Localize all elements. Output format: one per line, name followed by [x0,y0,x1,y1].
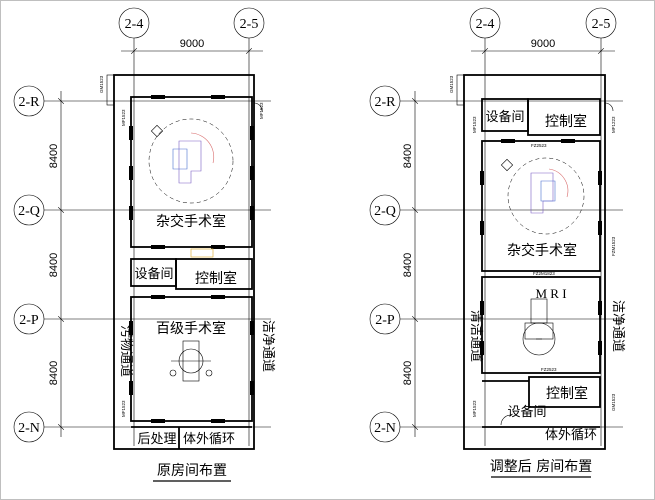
corridor-label-left: 清洁通道 [468,310,483,362]
door-tag: GM1523 [611,393,616,411]
axis-label: 2-Q [18,204,40,219]
room-label-control-top: 控制室 [545,113,587,130]
room-label-class100-or: 百级手术室 [156,320,226,337]
axis-label: 2-R [19,95,41,110]
room-control [175,258,253,290]
axis-label: 2-5 [592,17,611,32]
dimension-height: 8400 [402,144,414,168]
room-mri [481,276,601,374]
operating-table [169,340,213,382]
door-tag: FZ2523 [541,367,557,372]
room-label-control-bottom: 控制室 [546,385,588,402]
corridor-label-clean: 洁净通道 [260,320,275,372]
room-label-equipment: 设备间 [134,266,173,282]
axis-label: 2-P [375,313,395,328]
left-plan: 2-4 2-5 9000 2-R 2-Q 2-P 2-N [13,7,275,482]
dimension-height: 8400 [402,253,414,277]
dimension-width: 9000 [531,38,555,50]
axis-bubble-row-r: 2-R [13,85,45,117]
wall-panels [129,295,254,423]
door-tag: MF1523 [472,116,477,133]
dimension-height: 8400 [402,361,414,385]
axis-label: 2-N [374,421,396,436]
dimension-height: 8400 [48,361,60,385]
room-label-hybrid-or: 杂交手术室 [507,242,577,259]
door-tag: FZ2523 [531,143,547,148]
door-tag: MF1523 [121,109,126,126]
axis-label: 2-4 [125,17,144,32]
door-tag: GM1523 [99,75,104,93]
mri-scanner [522,298,556,356]
room-label-post-process: 后处理 [137,432,176,447]
axis-label: 2-R [375,95,397,110]
axis-label: 2-Q [374,204,396,219]
door-tag: MF1223 [611,116,616,133]
axis-bubble-row-n: 2-N [13,411,45,443]
door-tag: GM1523 [449,75,454,93]
wall-panels [129,95,254,249]
room-hybrid-or [481,140,601,272]
axis-bubble-row-p: 2-P [13,303,45,335]
door-tag: MF1523 [121,400,126,417]
corridor-label-clean: 洁净通道 [610,300,625,352]
caption-left: 原房间布置 [157,463,227,479]
axis-bubble-row-r: 2-R [369,85,401,117]
room-label-ecmo: 体外循环 [183,432,235,447]
caption-right: 调整后 房间布置 [490,459,592,475]
room-control-bottom [528,376,601,408]
door-tag: FZM1523 [611,236,616,256]
wall-panels [480,139,602,235]
door-tag: MF1523 [259,102,264,119]
door-tag: MF1523 [472,400,477,417]
axis-bubble-col-left: 2-4 [118,7,150,39]
right-plan: 2-4 2-5 9000 2-R 2-Q 2-P 2-N [369,7,625,478]
door-tag: FZ2M1823 [533,271,555,276]
c-arm-equipment [500,157,585,235]
room-label-equipment-bottom: 设备间 [507,404,546,420]
corridor-label-dirty: 污物通道 [118,325,133,377]
room-control-top [527,98,601,136]
building-outline [113,74,255,450]
dimension-height: 8400 [48,253,60,277]
axis-label: 2-5 [240,17,259,32]
room-label-control: 控制室 [195,270,237,287]
c-arm-equipment [148,118,234,204]
room-label-mri: M R I [535,286,566,301]
dimension-width: 9000 [180,38,204,50]
axis-bubble-col-right: 2-5 [233,7,265,39]
axis-bubble-row-n: 2-N [369,411,401,443]
axis-label: 2-N [18,421,40,436]
axis-bubble-row-p: 2-P [369,303,401,335]
room-class100-or [130,296,253,422]
room-label-hybrid-or: 杂交手术室 [156,213,226,230]
dimension-height: 8400 [48,144,60,168]
building-outline [463,74,606,450]
axis-bubble-row-q: 2-Q [369,194,401,226]
axis-bubble-col-left: 2-4 [469,7,501,39]
axis-bubble-row-q: 2-Q [13,194,45,226]
axis-bubble-col-right: 2-5 [585,7,617,39]
room-label-equipment-top: 设备间 [485,109,524,125]
axis-label: 2-4 [476,17,495,32]
wall-panels [480,301,602,355]
room-label-ecmo: 体外循环 [545,428,597,443]
axis-label: 2-P [19,313,39,328]
